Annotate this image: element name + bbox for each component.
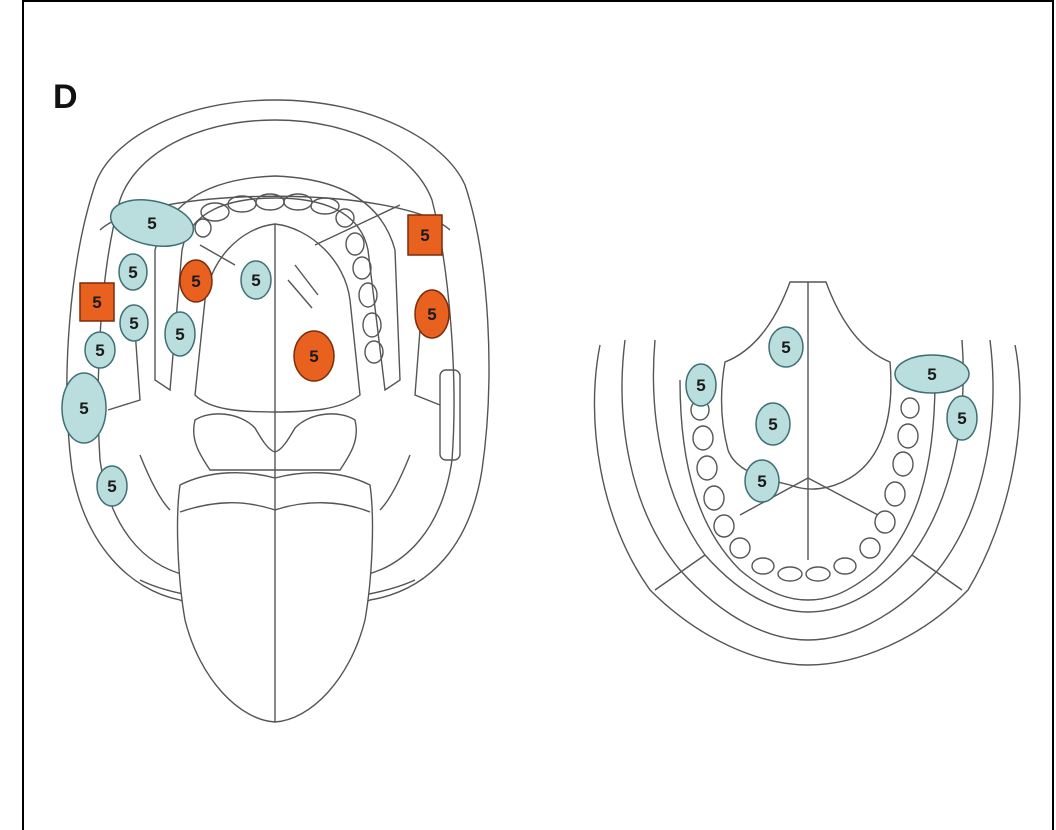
lesion-label: 5: [95, 341, 104, 360]
lesion-label: 5: [768, 415, 777, 434]
upper-lesion-10: 5: [97, 466, 127, 506]
lesion-label: 5: [107, 477, 116, 496]
lesion-label: 5: [251, 271, 260, 290]
lower-lesion-3: 5: [686, 364, 716, 406]
upper-lesion-4: 5: [241, 261, 271, 299]
lesion-label: 5: [129, 314, 138, 333]
lesion-label: 5: [420, 226, 429, 245]
lesion-label: 5: [147, 214, 156, 233]
lower-lesion-6: 5: [745, 460, 779, 502]
upper-lesion-13: 5: [294, 331, 334, 381]
upper-lesion-7: 5: [165, 312, 195, 356]
upper-lesion-3: 5: [180, 260, 212, 302]
lesion-label: 5: [92, 293, 101, 312]
upper-lesion-11: 5: [408, 215, 442, 255]
lower-lesion-2: 5: [895, 355, 969, 393]
hard-palate: [195, 224, 360, 412]
lower-lesion-5: 5: [947, 396, 977, 440]
tongue-underside: [722, 282, 891, 489]
upper-lesion-12: 5: [415, 290, 449, 338]
region-divider: [655, 555, 705, 590]
lesion-label: 5: [128, 263, 137, 282]
chin-outline: [594, 345, 1020, 665]
right-cheek-fold: [380, 455, 410, 510]
lower-oral-view: [594, 282, 1020, 665]
floor-division: [808, 478, 878, 515]
lesion-label: 5: [696, 376, 705, 395]
upper-lesion-2: 5: [119, 254, 147, 290]
lesion-label: 5: [309, 347, 318, 366]
upper-teeth: [195, 194, 383, 363]
lesion-label: 5: [79, 399, 88, 418]
region-divider: [912, 555, 962, 590]
left-cheek-fold: [140, 455, 170, 510]
lower-lesion-4: 5: [756, 403, 790, 445]
palate-line: [315, 205, 400, 245]
upper-oral-view: [67, 100, 489, 722]
lesion-label: 5: [175, 325, 184, 344]
lesion-label: 5: [191, 272, 200, 291]
rugae-line: [295, 265, 318, 295]
upper-lesion-9: 5: [62, 373, 106, 443]
upper-lesion-5: 5: [80, 283, 114, 321]
right-cheek-ridge: [440, 370, 460, 460]
lesion-label: 5: [781, 338, 790, 357]
lesion-label: 5: [757, 472, 766, 491]
lesion-label: 5: [957, 409, 966, 428]
upper-lesion-8: 5: [85, 332, 115, 368]
rugae-line: [288, 280, 312, 308]
lesion-label: 5: [927, 365, 936, 384]
right-lateral-wall: [415, 330, 440, 405]
upper-lesion-6: 5: [120, 305, 148, 341]
lower-lesion-1: 5: [769, 327, 803, 367]
lesion-label: 5: [427, 305, 436, 324]
